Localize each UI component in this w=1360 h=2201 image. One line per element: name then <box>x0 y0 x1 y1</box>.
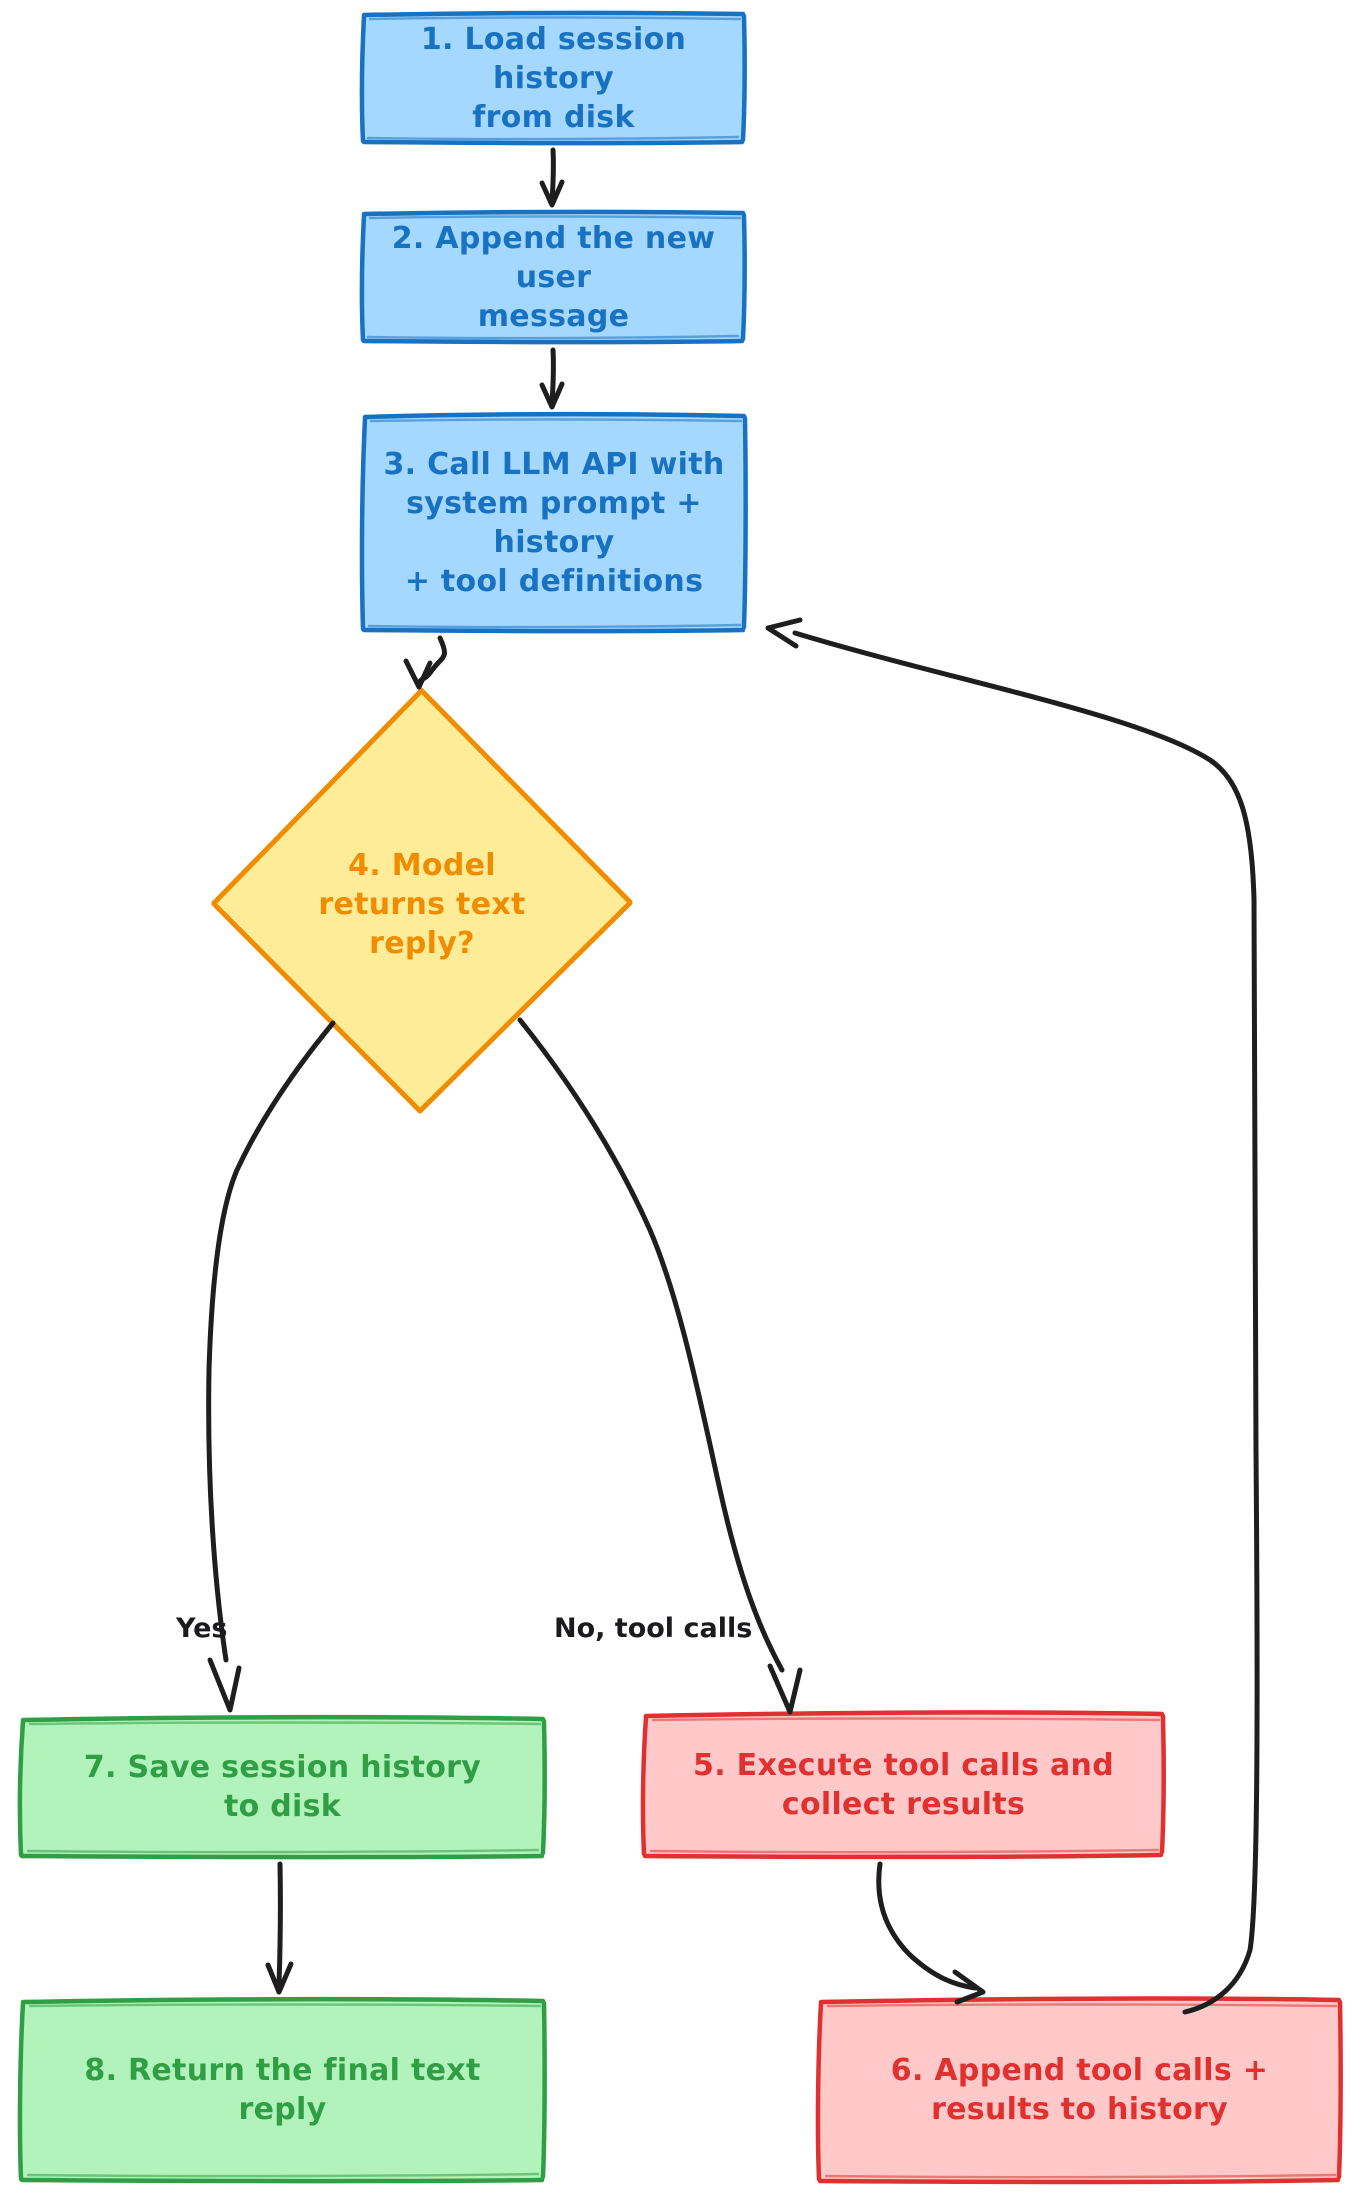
node-3-shape[interactable] <box>359 411 748 634</box>
node-5-shape[interactable] <box>640 1710 1166 1860</box>
edge-4-to-7 <box>206 1020 336 1713</box>
node-7-label-box[interactable]: 7. Save session history to disk <box>20 1717 545 1857</box>
node-6-shape[interactable] <box>815 1996 1343 2185</box>
edge-2-to-3 <box>539 347 565 410</box>
node-4-label: 4. Model returns text reply? <box>318 847 526 961</box>
node-3-label: 3. Call LLM API with system prompt + his… <box>383 446 725 599</box>
node-2-shape[interactable] <box>359 209 747 345</box>
node-2-label-box[interactable]: 2. Append the new user message <box>362 212 745 342</box>
edge-3-to-4 <box>403 635 447 690</box>
node-3-label-box[interactable]: 3. Call LLM API with system prompt + his… <box>362 414 746 631</box>
node-8-label-box[interactable]: 8. Return the final text reply <box>20 1999 545 2181</box>
node-1-label: 1. Load session history from disk <box>420 21 687 135</box>
node-8-label: 8. Return the final text reply <box>84 2053 481 2127</box>
node-6-label: 6. Append tool calls + results to histor… <box>890 2053 1269 2127</box>
node-7-label: 7. Save session history to disk <box>83 1750 482 1824</box>
node-4-label-box[interactable]: 4. Model returns text reply? <box>300 820 544 988</box>
edge-5-to-6 <box>876 1861 986 2005</box>
edge-label-yes: Yes <box>176 1613 228 1644</box>
edge-6-to-3 <box>765 617 1260 2015</box>
node-2-label: 2. Append the new user message <box>391 220 716 334</box>
node-5-label-box[interactable]: 5. Execute tool calls and collect result… <box>643 1712 1164 1857</box>
edge-7-to-8 <box>265 1861 294 1995</box>
edge-1-to-2 <box>539 147 565 208</box>
node-5-label: 5. Execute tool calls and collect result… <box>693 1747 1114 1822</box>
edge-4-to-5 <box>517 1017 803 1715</box>
node-1-label-box[interactable]: 1. Load session history from disk <box>362 13 745 143</box>
node-4-shape[interactable] <box>211 687 633 1114</box>
node-1-shape[interactable] <box>359 10 747 146</box>
edge-label-no-tool-calls: No, tool calls <box>554 1613 753 1644</box>
node-6-label-box[interactable]: 6. Append tool calls + results to histor… <box>818 1998 1341 2182</box>
node-7-shape[interactable] <box>17 1714 547 1860</box>
node-8-shape[interactable] <box>17 1996 547 2184</box>
